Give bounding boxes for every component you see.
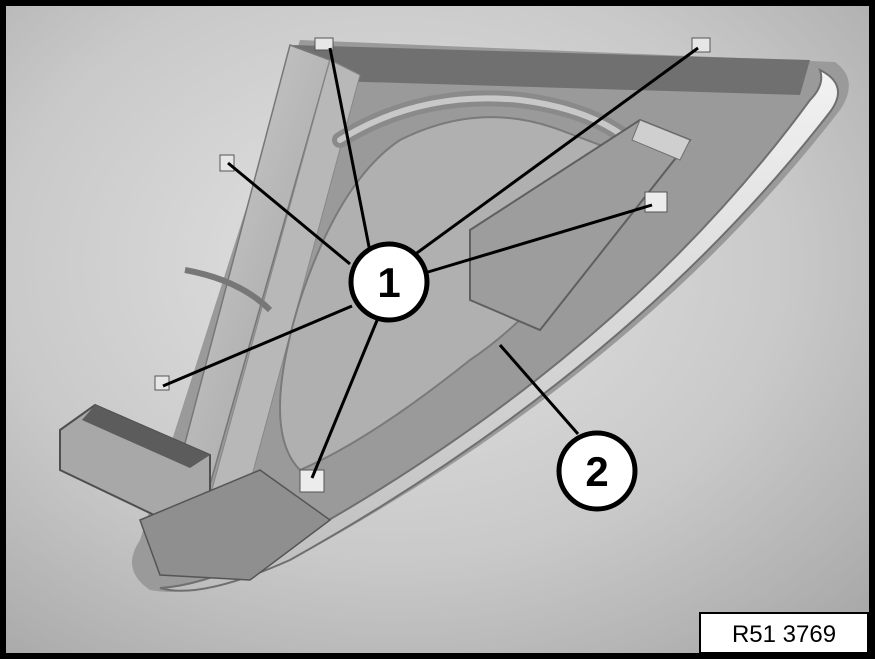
reference-code-background — [699, 612, 869, 654]
callout-1: 1 — [348, 241, 430, 323]
callout-2-label: 2 — [585, 448, 608, 495]
callout-2-circle — [556, 430, 638, 512]
reference-code-label: R51 3769 — [732, 621, 836, 648]
callout-2: 2 — [556, 430, 638, 512]
trim-top-rail — [290, 45, 810, 95]
trim-rim-highlight — [159, 68, 839, 592]
leader-1-top-left — [328, 47, 374, 263]
clip-tab-right — [644, 191, 668, 213]
callout-2-leader — [498, 344, 580, 435]
clip-tab-bottom — [299, 469, 325, 493]
module-face — [631, 119, 691, 161]
cable-harness-highlight — [337, 95, 643, 153]
clip-tab-left-upper — [219, 154, 235, 172]
leader-1-top-right — [409, 46, 699, 260]
callout-1-label: 1 — [377, 259, 400, 306]
leader-1-left-lower — [162, 304, 353, 388]
trim-panel — [59, 37, 849, 592]
callout-1-circle — [348, 241, 430, 323]
clip-tab-top-left — [314, 37, 334, 51]
callout-1-leaders — [162, 46, 699, 479]
reference-code-box: R51 3769 — [699, 612, 869, 654]
leader-1-right — [427, 203, 653, 274]
leader-1-bottom — [310, 317, 380, 479]
leader-1-left-upper — [227, 161, 351, 266]
lower-housing — [139, 469, 332, 581]
plug-connector-dark — [82, 405, 210, 468]
wire-guide — [184, 267, 273, 313]
